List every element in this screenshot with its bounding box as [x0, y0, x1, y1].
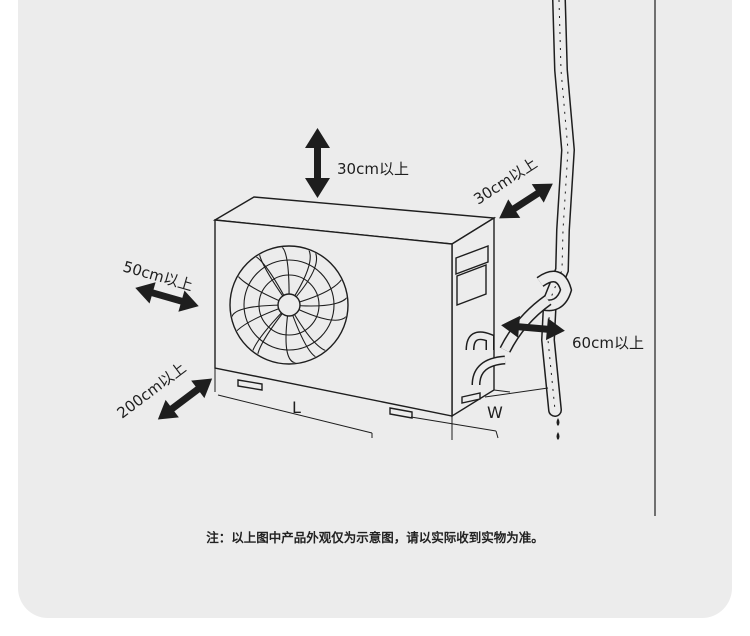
label-top-clearance: 30cm以上	[337, 160, 409, 178]
label-left-clearance: 50cm以上	[121, 258, 195, 295]
water-drip-icon	[556, 418, 560, 440]
valve-cover	[456, 263, 487, 307]
side-handle	[455, 244, 489, 276]
label-right-clearance: 60cm以上	[572, 334, 644, 352]
foot-left	[237, 379, 263, 391]
arrow-right	[501, 315, 565, 341]
arrow-back	[499, 183, 553, 219]
ground-lines	[214, 368, 549, 440]
foot-back	[461, 392, 481, 404]
label-length: L	[292, 398, 301, 417]
label-front-clearance: 200cm以上	[114, 359, 190, 422]
arrow-top	[305, 128, 330, 198]
arrow-left	[135, 282, 199, 312]
dimension-l-line	[217, 394, 373, 434]
fan-hub	[277, 293, 301, 317]
label-width: W	[487, 403, 503, 422]
foot-right	[389, 407, 413, 419]
arrow-front	[157, 378, 213, 420]
disclaimer-note: 注：以上图中产品外观仅为示意图，请以实际收到实物为准。	[206, 530, 544, 545]
dimension-w-line	[410, 416, 497, 432]
refrigerant-pipe	[499, 0, 576, 417]
outdoor-unit	[212, 196, 506, 419]
